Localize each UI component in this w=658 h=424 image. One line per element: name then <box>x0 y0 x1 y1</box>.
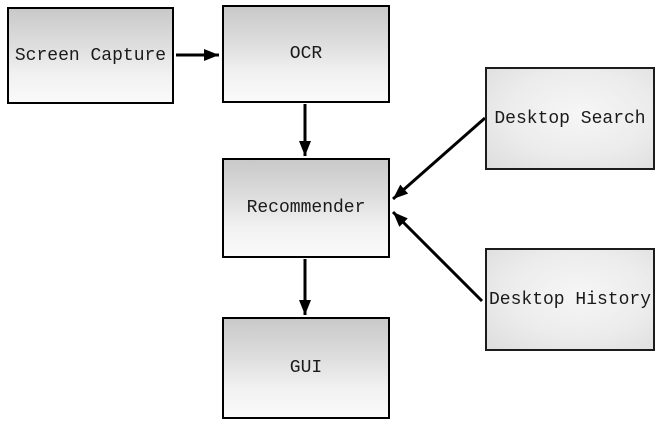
node-desktop-search-label: Desktop Search <box>494 108 646 129</box>
node-ocr: OCR <box>222 5 390 103</box>
node-desktop-history: Desktop History <box>485 248 655 351</box>
node-ocr-label: OCR <box>289 44 323 64</box>
node-desktop-search: Desktop Search <box>485 67 655 170</box>
node-recommender: Recommender <box>222 158 390 258</box>
node-gui-label: GUI <box>289 358 323 378</box>
node-screen-capture: Screen Capture <box>7 7 174 104</box>
node-screen-capture-label: Screen Capture <box>14 45 167 66</box>
node-recommender-label: Recommender <box>246 198 366 218</box>
node-desktop-history-label: Desktop History <box>488 289 652 310</box>
edge-desktop-search-to-recommender <box>392 116 486 201</box>
node-gui: GUI <box>222 317 390 419</box>
edge-desktop-history-to-recommender <box>391 210 484 303</box>
